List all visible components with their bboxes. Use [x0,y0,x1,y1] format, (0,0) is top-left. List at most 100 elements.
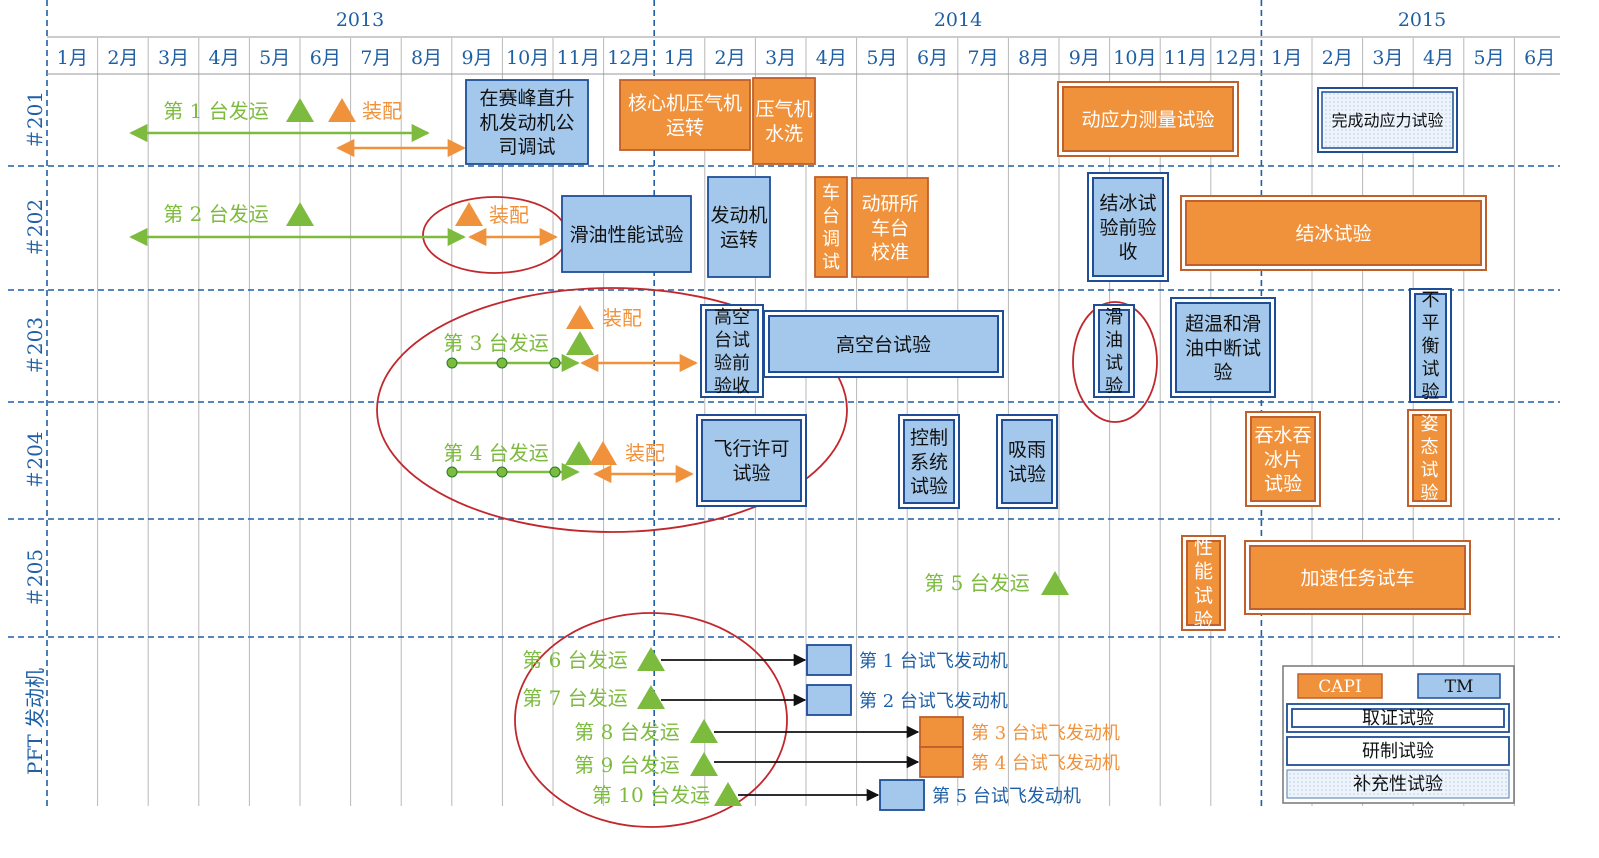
task-box-inner [705,309,759,393]
task-label: 高空台试验 [836,334,931,356]
task-label: 结冰试 [1099,193,1156,215]
task-label: 压气机 [755,99,812,121]
shipment-label: 第 8 台发运 [574,720,679,744]
task-label: 态 [1421,437,1439,458]
task-label: 滑 [1105,307,1123,328]
legend-tm-swatch [1417,673,1501,699]
task-box: 滑油性能试验 [561,195,692,273]
month-label: 1月 [664,47,695,69]
task-label: 验 [1105,376,1123,397]
task-label: 验收 [714,376,750,397]
month-label: 2月 [715,47,746,69]
task-box-rect [465,79,589,165]
flight-engine-box [879,779,925,811]
assembly-label: 装配 [625,441,665,465]
row-label: ＃203 [23,317,47,375]
task-label: 验 [1421,483,1439,504]
task-box-inner [701,419,802,502]
legend-capi-label: CAPI [1318,677,1361,697]
assembly-marker [589,441,617,465]
month-label: 1月 [1271,47,1302,69]
task-label: 加速任务试车 [1300,567,1414,589]
month-label: 9月 [1069,47,1100,69]
month-label: 2月 [1322,47,1353,69]
task-label: 试 [822,252,840,273]
task-box-inner [1321,91,1454,149]
month-label: 4月 [1423,47,1454,69]
shipment-marker [565,441,593,465]
legend-supp-box [1286,769,1510,799]
task-label: 校准 [871,242,909,264]
task-box-inner [903,419,955,504]
task-label: 验 [1213,362,1232,384]
milestone-dot [496,357,508,369]
shipment-label: 第 7 台发运 [522,686,627,710]
task-label: 试 [1194,585,1213,607]
legend-tm-label: TM [1445,677,1474,697]
task-label: 吞水吞 [1254,425,1311,447]
shipment-marker [566,331,594,355]
month-label: 11月 [1164,47,1207,69]
row-label: ＃205 [23,549,47,607]
task-label: 试验 [732,463,770,485]
task-label: 发动机 [710,205,767,227]
legend-dev-label: 研制试验 [1362,741,1434,762]
legend-dev-box [1286,736,1510,766]
month-label: 8月 [411,47,442,69]
task-box-inner [1001,419,1053,504]
task-label: 机发动机公 [479,112,574,134]
shipment-marker [1041,571,1069,595]
task-box-inner [1092,177,1164,277]
year-label: 2013 [336,9,384,31]
task-box-inner [1186,540,1221,626]
assembly-label: 装配 [602,306,642,330]
task-label: 试验 [1264,473,1302,495]
flight-engine-box [919,746,964,778]
milestone-dot [446,357,458,369]
flight-engine-label: 第 3 台试飞发动机 [971,723,1120,744]
month-label: 7月 [360,47,391,69]
year-label: 2015 [1398,9,1446,31]
assembly-marker [455,202,483,226]
legend-cert-label: 取证试验 [1362,708,1434,729]
task-label: 动研所 [861,193,918,215]
month-label: 12月 [607,47,650,69]
task-box: 完成动应力试验 [1317,87,1458,153]
task-box-inner [1062,86,1234,152]
shipment-marker [690,752,718,776]
flight-engine-box [806,684,852,716]
task-label: 平 [1422,313,1440,334]
task-label: 完成动应力试验 [1331,111,1443,130]
task-box: 加速任务试车 [1244,540,1471,615]
highlight-circle [376,287,848,533]
task-label: 在赛峰直升 [479,88,574,110]
task-label: 验 [1194,609,1213,631]
task-label: 验前验 [1099,217,1156,239]
task-label: 油中断试 [1185,337,1261,359]
task-label: 台 [822,206,840,227]
task-label: 高空 [714,307,750,328]
shipment-label: 第 10 台发运 [592,783,710,807]
month-label: 5月 [259,47,290,69]
task-label: 超温和滑 [1185,313,1261,335]
task-label: 衡 [1422,336,1440,357]
task-box: 性能试验 [1181,535,1226,631]
month-label: 1月 [57,47,88,69]
shipment-marker [286,202,314,226]
assembly-label: 装配 [489,203,529,227]
month-label: 11月 [557,47,600,69]
assembly-marker [566,305,594,329]
milestone-dot [446,466,458,478]
task-box: 结冰试验 [1180,195,1487,271]
task-label: 性 [1194,536,1213,558]
month-label: 10月 [506,47,549,69]
milestone-dot [549,357,561,369]
